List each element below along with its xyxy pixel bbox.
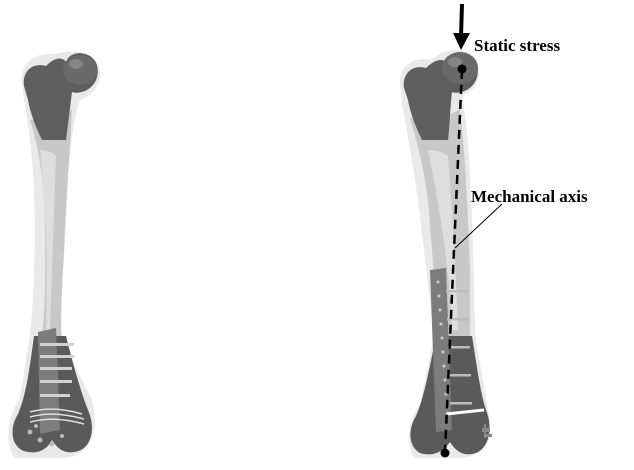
hole [34, 424, 38, 428]
mechanical-axis-label: Mechanical axis [471, 187, 588, 206]
hole [38, 438, 43, 443]
force-arrow-head [453, 33, 470, 50]
hole [437, 281, 440, 284]
screw [40, 367, 72, 370]
femoral-head-center-dot-icon [458, 65, 467, 74]
peg [484, 424, 486, 438]
hole [60, 434, 64, 438]
femur-right [400, 50, 492, 458]
hole [444, 379, 447, 382]
knee-center-dot-icon [441, 449, 450, 458]
hole [439, 309, 442, 312]
static-stress-label: Static stress [474, 36, 560, 55]
screw [450, 402, 472, 405]
down-arrow-icon [453, 4, 470, 50]
hole [440, 323, 443, 326]
femur-left-head-shine [69, 59, 83, 69]
screw [446, 290, 468, 293]
hole [443, 365, 446, 368]
screw [40, 394, 70, 397]
femur-left [8, 51, 100, 458]
hole [441, 337, 444, 340]
screw [449, 374, 471, 377]
screw [40, 343, 74, 346]
screw [40, 355, 74, 358]
peg [486, 434, 492, 437]
screw [40, 380, 72, 383]
femur-left-head-ball [63, 55, 97, 85]
hole [28, 430, 33, 435]
hole [442, 351, 445, 354]
screw [448, 346, 470, 349]
hole [438, 295, 441, 298]
force-arrow-shaft [461, 4, 462, 36]
hole [50, 442, 55, 447]
